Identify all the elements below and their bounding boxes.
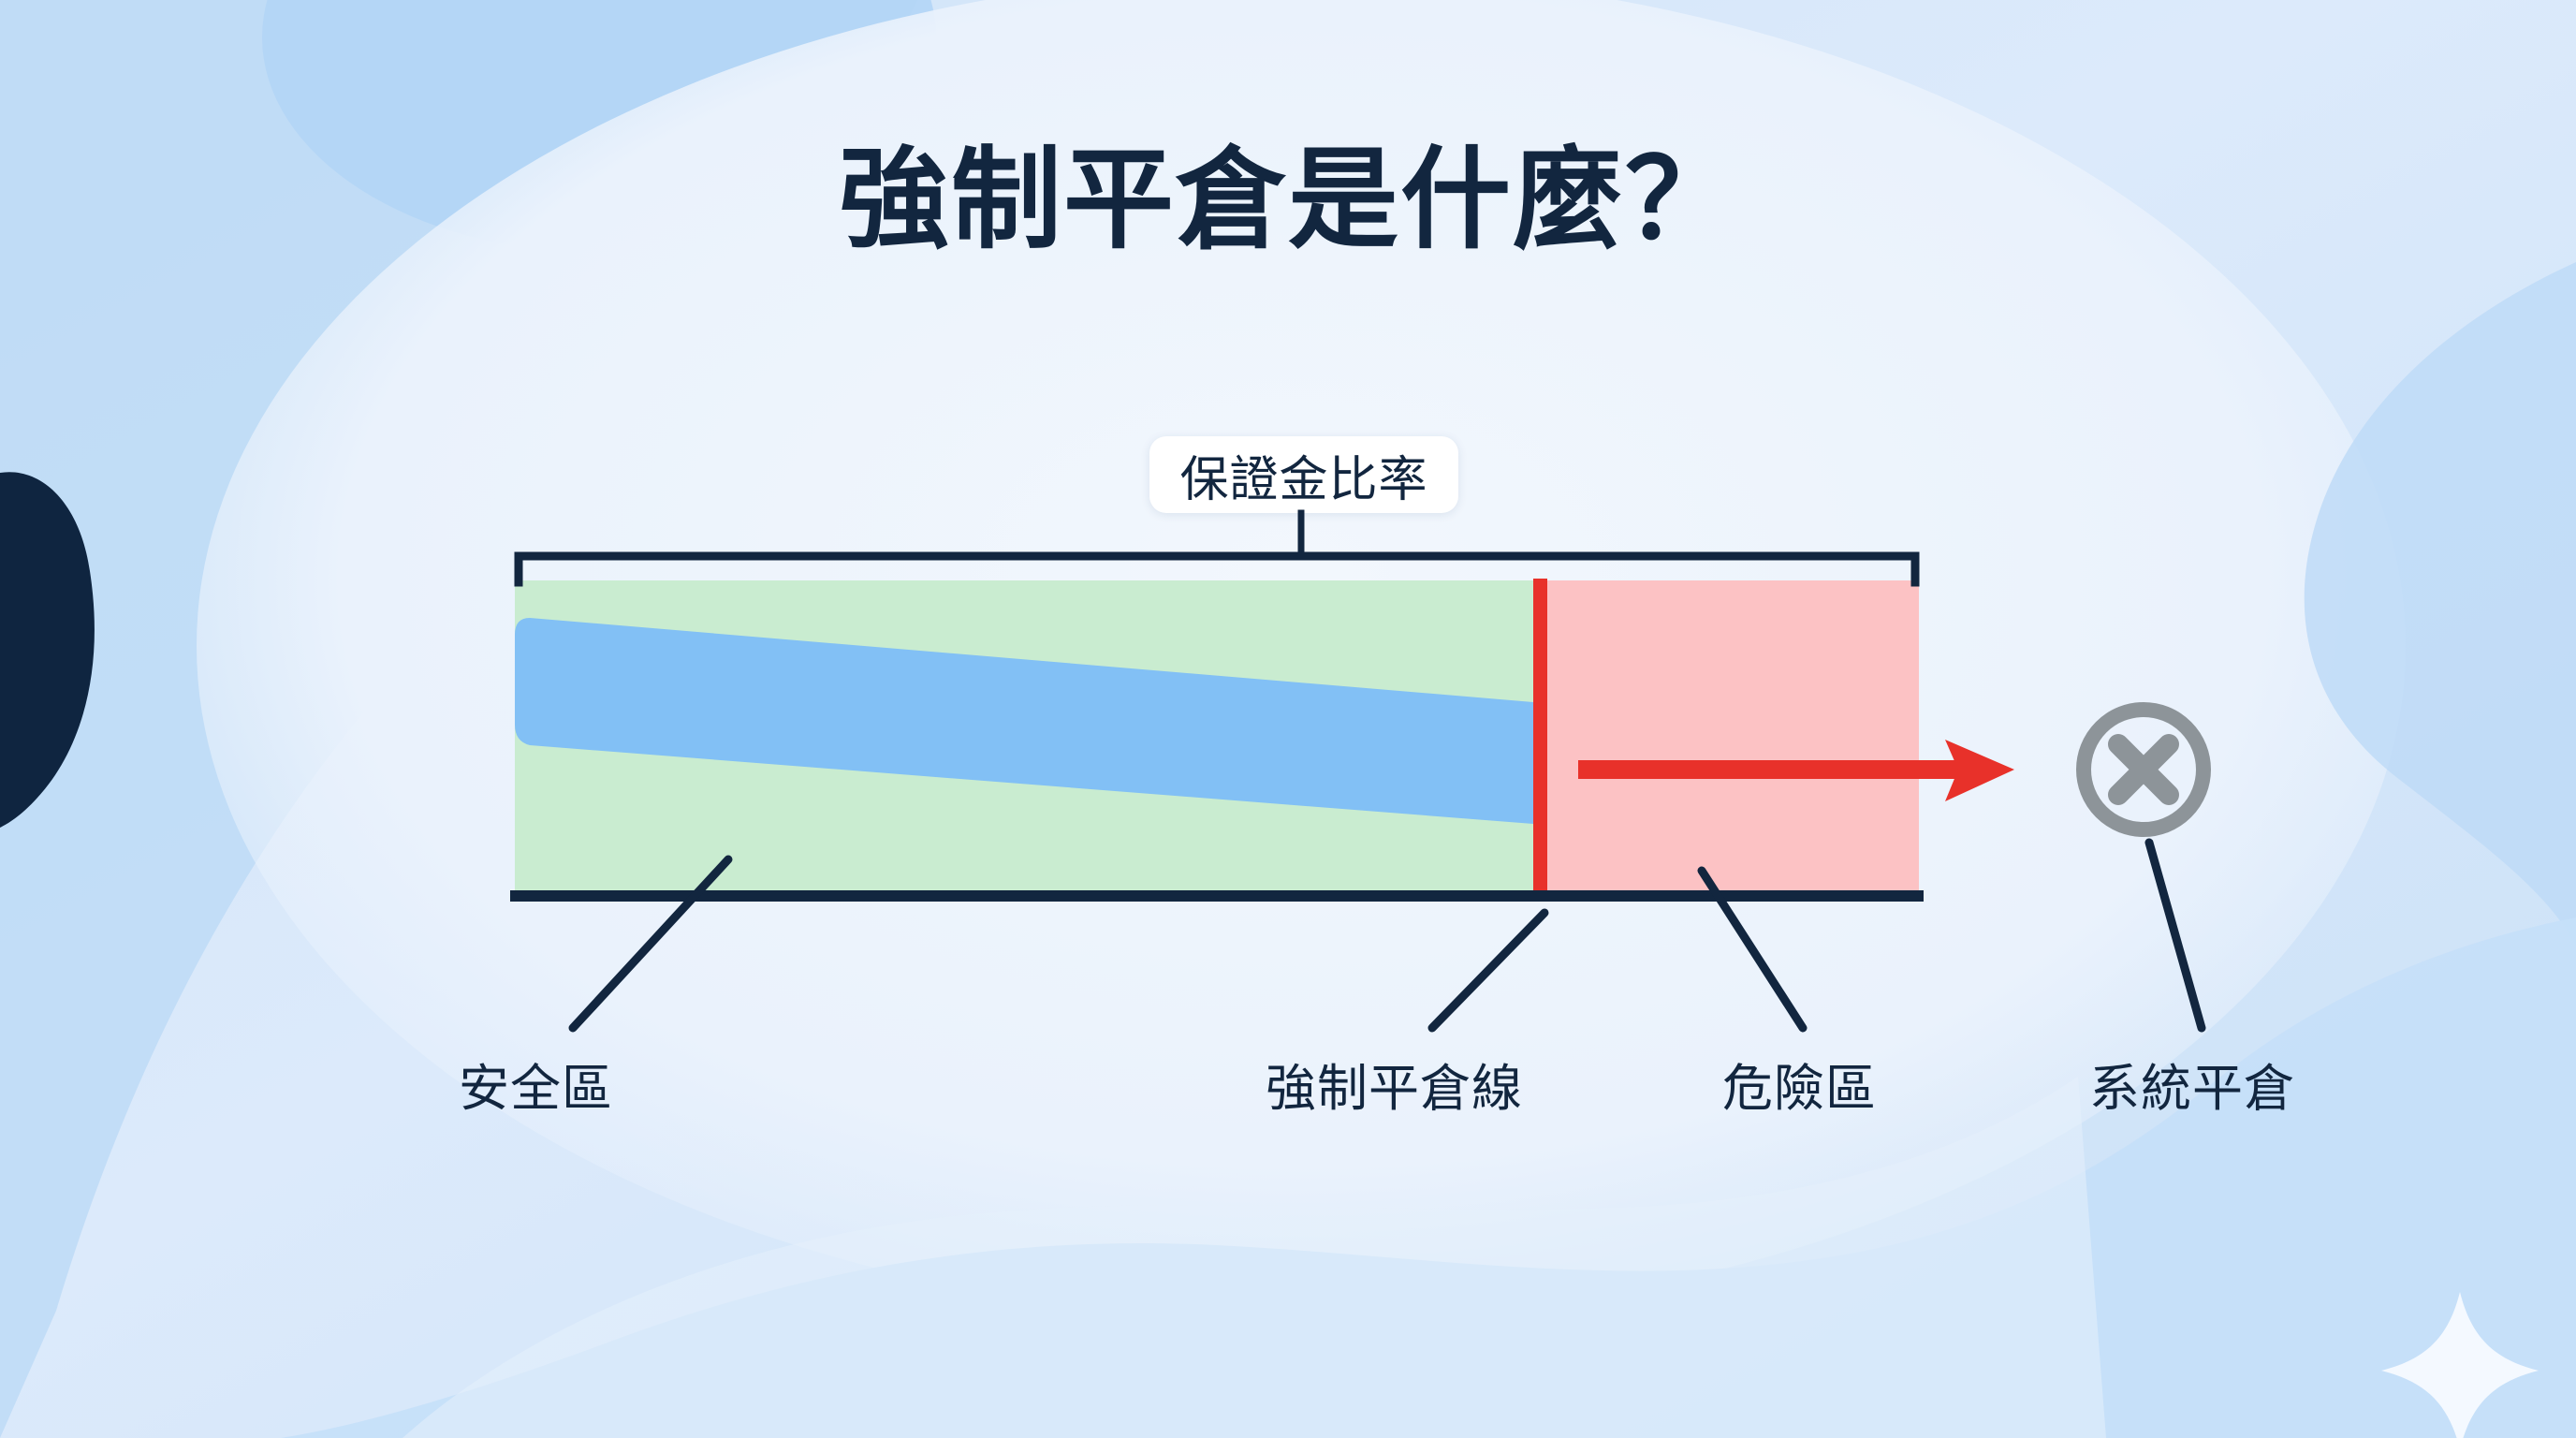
circle-x-icon [2076, 702, 2211, 837]
liquidation-line-marker [1533, 579, 1547, 898]
page-title: 強制平倉是什麼？ [838, 139, 1737, 262]
background-blob-bottom-light [402, 1077, 2106, 1438]
margin-ratio-badge: 保證金比率 [1149, 436, 1458, 513]
callout-label-safe-zone: 安全區 [459, 1061, 613, 1117]
callout-label-liquidation-line: 強制平倉線 [1266, 1061, 1523, 1117]
margin-ratio-label: 保證金比率 [1179, 452, 1428, 507]
position-bar [515, 618, 1546, 825]
margin-ratio-bracket [514, 509, 1920, 587]
callout-label-system-liquidation: 系統平倉 [2089, 1061, 2295, 1117]
zone-danger-rect [1544, 580, 1919, 896]
liquidation-arrow [1578, 740, 2014, 801]
sparkle-icon [2381, 1292, 2539, 1438]
background-blob-right [2304, 262, 2576, 946]
axis-baseline [510, 890, 1924, 902]
callout-leader-lines [568, 838, 2206, 1033]
callout-label-danger-zone: 危險區 [1722, 1061, 1877, 1117]
background-blob-navy [0, 472, 95, 828]
